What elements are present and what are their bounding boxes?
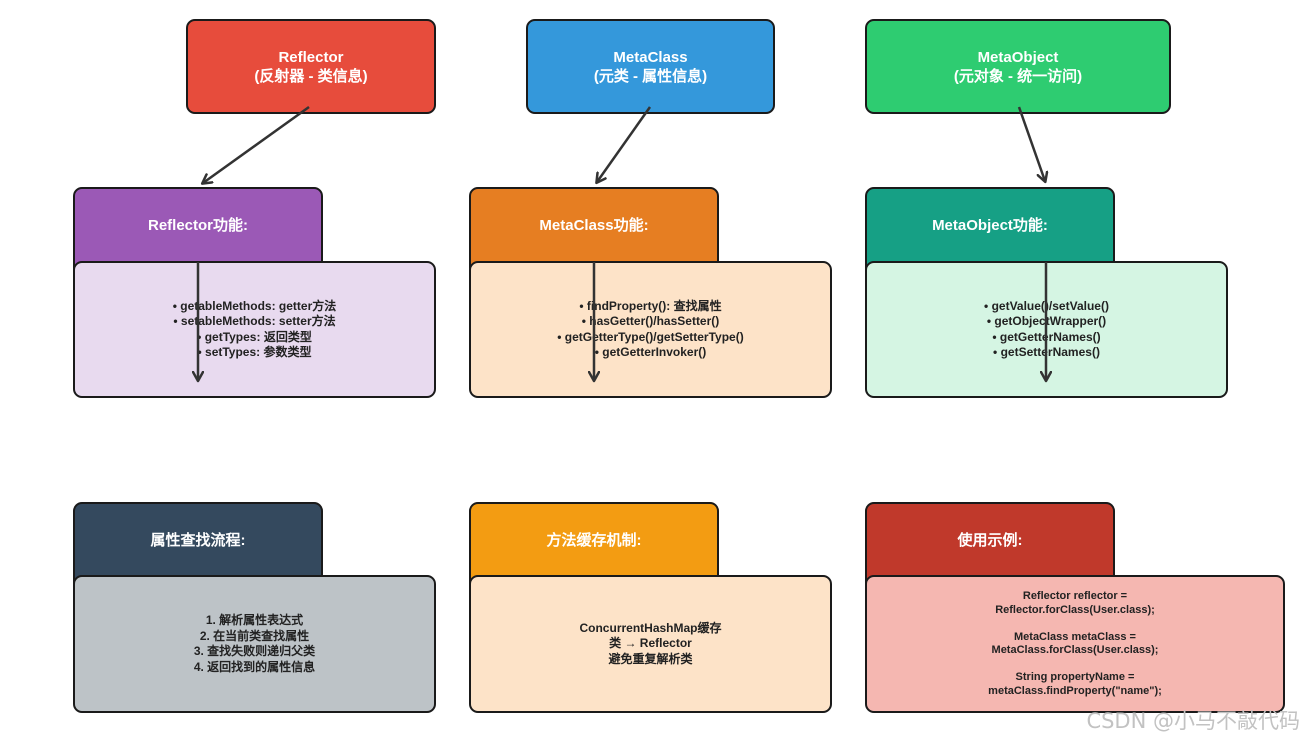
lookup-step-line: 4. 返回找到的属性信息	[193, 659, 316, 674]
lookup-step-line: 1. 解析属性表达式	[205, 613, 304, 627]
reflector-to-functions-arrow	[203, 105, 310, 183]
metaclass-function-line: • getGetterType()/getSetterType()	[557, 329, 744, 344]
metaobject-subtitle: (元对象 - 统一访问)	[953, 67, 1083, 85]
reflector-functions-body: • getableMethods: getter方法 • setableMeth…	[73, 261, 436, 398]
metaobject-function-line: • getValue()/setValue()	[984, 298, 1109, 313]
metaclass-function-line: • getGetterInvoker()	[594, 345, 707, 359]
reflector-function-line: • setTypes: 参数类型	[197, 345, 312, 359]
property-lookup-body: 1. 解析属性表达式 2. 在当前类查找属性 3. 查找失败则递归父类 4. 返…	[73, 575, 436, 713]
reflector-function-line: • getTypes: 返回类型	[197, 329, 312, 344]
property-lookup-header-label: 属性查找流程:	[150, 531, 246, 549]
metaobject-function-line: • getGetterNames()	[992, 329, 1101, 344]
code-line: String propertyName =	[1015, 671, 1135, 683]
metaclass-box: MetaClass (元类 - 属性信息)	[526, 19, 775, 114]
metaclass-to-functions-arrow	[597, 106, 652, 182]
csdn-watermark: CSDN @小马不敲代码	[1086, 709, 1300, 733]
reflector-functions-header-label: Reflector功能:	[147, 216, 248, 234]
metaobject-functions-header-label: MetaObject功能:	[932, 216, 1048, 234]
cache-line: 类 → Reflector	[609, 636, 692, 651]
usage-example-body: Reflector reflector = Reflector.forClass…	[865, 575, 1285, 713]
metaclass-function-line: • findProperty(): 查找属性	[579, 298, 722, 313]
metaclass-subtitle: (元类 - 属性信息)	[593, 67, 708, 85]
code-line	[988, 658, 1162, 672]
usage-example-header-label: 使用示例:	[957, 531, 1023, 549]
cache-line: 避免重复解析类	[608, 651, 693, 666]
lookup-step-line: 2. 在当前类查找属性	[199, 628, 310, 643]
reflector-subtitle: (反射器 - 类信息)	[254, 67, 368, 85]
reflector-title: Reflector	[278, 48, 344, 66]
method-cache-body: ConcurrentHashMap缓存 类 → Reflector 避免重复解析…	[469, 575, 832, 713]
code-line: metaClass.findProperty("name");	[988, 684, 1162, 697]
method-cache-header-label: 方法缓存机制:	[546, 531, 642, 549]
metaclass-function-line: • hasGetter()/hasSetter()	[581, 314, 720, 328]
metaobject-function-line: • getObjectWrapper()	[986, 314, 1107, 328]
lookup-step-line: 3. 查找失败则递归父类	[193, 644, 316, 658]
code-line: Reflector reflector =	[1022, 590, 1128, 602]
metaobject-function-line: • getSetterNames()	[993, 345, 1100, 359]
metaobject-functions-body: • getValue()/setValue() • getObjectWrapp…	[865, 261, 1228, 398]
metaobject-to-functions-arrow	[1017, 106, 1045, 181]
metaobject-title: MetaObject	[977, 48, 1059, 66]
metaclass-title: MetaClass	[613, 48, 688, 66]
metaclass-functions-header-label: MetaClass功能:	[539, 216, 649, 234]
code-line	[988, 617, 1162, 631]
cache-line: ConcurrentHashMap缓存	[579, 620, 722, 635]
metaclass-functions-body: • findProperty(): 查找属性 • hasGetter()/has…	[469, 261, 832, 398]
code-line: MetaClass.forClass(User.class);	[991, 644, 1159, 656]
reflector-box: Reflector (反射器 - 类信息)	[186, 19, 436, 114]
reflector-function-line: • setableMethods: setter方法	[173, 314, 336, 328]
code-line: Reflector.forClass(User.class);	[995, 603, 1155, 616]
code-line: MetaClass metaClass =	[1014, 630, 1136, 643]
metaobject-box: MetaObject (元对象 - 统一访问)	[865, 19, 1171, 114]
reflector-function-line: • getableMethods: getter方法	[172, 298, 337, 313]
